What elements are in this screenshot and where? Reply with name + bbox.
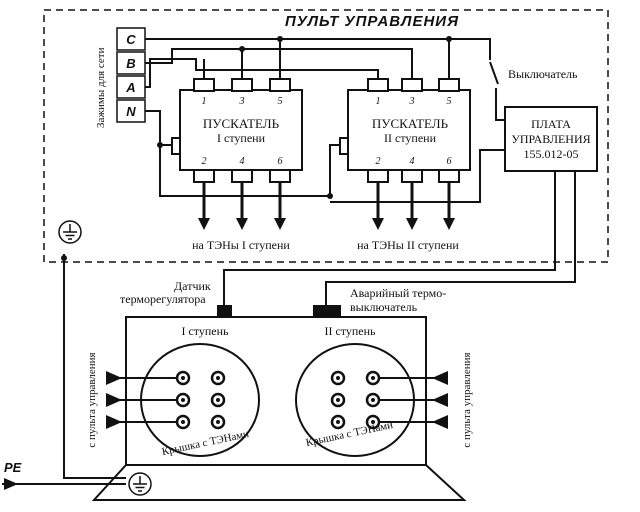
ground-wire (63, 254, 126, 479)
stage1-label: I ступень (181, 324, 229, 338)
thermal-cutout (313, 305, 341, 317)
control-board-line1: ПЛАТА (531, 117, 571, 131)
starter2-output-label: на ТЭНы II ступени (357, 238, 459, 252)
side-label-right: с пульта управления (461, 352, 473, 447)
starter2-stage: II ступени (384, 131, 437, 145)
starter-stage-1: 1 3 5 ПУСКАТЕЛЬ I ступени 2 4 6 на ТЭНы … (171, 78, 303, 252)
starter1-title: ПУСКАТЕЛЬ (203, 116, 280, 131)
starter2-pin-3: 3 (409, 96, 415, 107)
starter2-pin-5: 5 (447, 96, 452, 107)
switch-contact (489, 61, 499, 85)
thermostat-sensor (217, 305, 232, 317)
phase-wires: Выключатель (145, 36, 578, 203)
stage2-label: II ступень (324, 324, 376, 338)
sensor-label-1: Датчик (174, 279, 211, 293)
terminal-b-label: B (126, 56, 135, 71)
sensor-wire (223, 171, 556, 306)
starter2-pin-6: 6 (447, 156, 452, 167)
panel-ground-icon (58, 220, 82, 244)
starter-stage-2: 1 3 5 ПУСКАТЕЛЬ II ступени 2 4 6 на ТЭНы… (339, 78, 471, 252)
side-label-left: с пульта управления (86, 352, 98, 447)
starter1-pin-5: 5 (278, 96, 283, 107)
starter1-stage: I ступени (217, 131, 266, 145)
switch-label: Выключатель (508, 67, 578, 81)
starter1-pin-1: 1 (202, 96, 207, 107)
starter2-pin-4: 4 (410, 156, 415, 167)
control-board-line3: 155.012-05 (524, 147, 579, 161)
control-panel-border (43, 9, 609, 263)
terminal-c-label: C (126, 32, 136, 47)
starter1-pin-2: 2 (202, 156, 207, 167)
control-board-line2: УПРАВЛЕНИЯ (511, 132, 590, 146)
alarm-label-2: выключатель (350, 300, 418, 314)
pe-label: PE (4, 460, 22, 475)
boiler-base (91, 464, 467, 501)
terminal-n-label: N (126, 104, 136, 119)
starter1-pin-6: 6 (278, 156, 283, 167)
starter1-output-label: на ТЭНы I ступени (192, 238, 290, 252)
heater-cover-2: Крышка с ТЭНами (295, 343, 448, 457)
terminal-block: C B A N (116, 27, 146, 123)
starter2-pin-1: 1 (376, 96, 381, 107)
sensor-label-2: терморегулятора (120, 292, 206, 306)
alarm-label-1: Аварийный термо- (350, 286, 446, 300)
starter2-pin-2: 2 (376, 156, 381, 167)
starter1-pin-4: 4 (240, 156, 245, 167)
control-panel-title: ПУЛЬТ УПРАВЛЕНИЯ (285, 13, 459, 30)
starter1-pin-3: 3 (239, 96, 245, 107)
control-board (504, 106, 598, 172)
terminal-a-label: A (125, 80, 135, 95)
terminals-label: Зажимы для сети (95, 47, 107, 128)
alarm-wire (325, 171, 576, 306)
starter2-title: ПУСКАТЕЛЬ (372, 116, 449, 131)
